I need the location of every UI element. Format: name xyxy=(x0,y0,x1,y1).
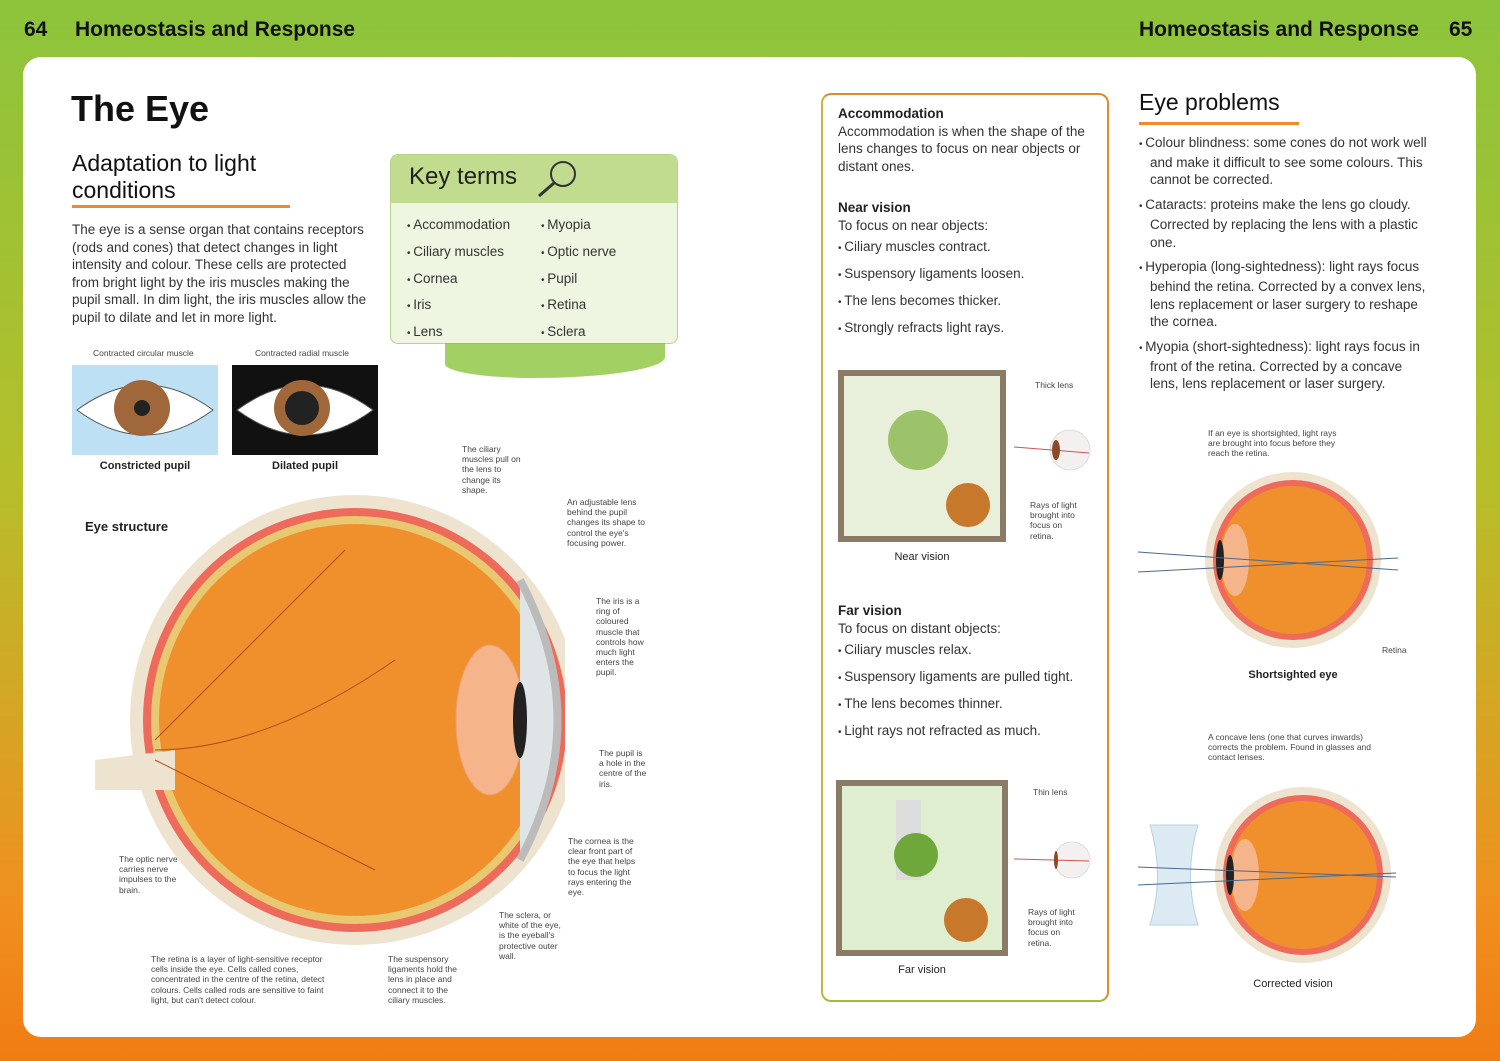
near-vision-intro: To focus on near objects: xyxy=(838,217,989,233)
iris-label: The iris is a ring of coloured muscle th… xyxy=(596,596,644,678)
section-heading: Adaptation to light conditions xyxy=(72,150,257,203)
constricted-pupil-illustration xyxy=(72,365,218,455)
eye-problem-item: Hyperopia (long-sightedness): light rays… xyxy=(1139,258,1434,331)
rays-label: Rays of light brought into focus on reti… xyxy=(1028,907,1075,948)
key-term: Ciliary muscles xyxy=(407,240,510,267)
concave-lens-note: A concave lens (one that curves inwards)… xyxy=(1208,732,1372,763)
heading-rule xyxy=(1139,122,1299,125)
key-term: Lens xyxy=(407,320,510,343)
key-term: Accommodation xyxy=(407,213,510,240)
far-item: Suspensory ligaments are pulled tight. xyxy=(838,664,1098,691)
pupil-structure-label: The pupil is a hole in the centre of the… xyxy=(599,748,647,789)
thick-lens-label: Thick lens xyxy=(1035,380,1074,390)
intro-paragraph: The eye is a sense organ that contains r… xyxy=(72,222,367,325)
magnifier-icon xyxy=(538,161,576,198)
sclera-label: The sclera, or white of the eye, is the … xyxy=(499,910,561,961)
near-vision-title: Near vision xyxy=(838,200,911,215)
pupil-caption: Constricted pupil xyxy=(99,460,191,472)
eye-problem-item: Myopia (short-sightedness): light rays f… xyxy=(1139,338,1434,393)
far-vision-window-illustration xyxy=(836,780,1008,956)
eye-structure-title: Eye structure xyxy=(85,519,169,534)
running-head-left: Homeostasis and Response xyxy=(75,18,356,41)
pupil-label: Contracted circular muscle xyxy=(93,348,194,358)
ciliary-label: The ciliary muscles pull on the lens to … xyxy=(462,444,521,495)
optic-nerve-label: The optic nerve carries nerve impulses t… xyxy=(119,854,178,895)
key-term: Retina xyxy=(541,293,616,320)
running-head-right: Homeostasis and Response xyxy=(1139,18,1420,41)
page-number-left: 64 xyxy=(24,18,48,41)
far-item: Ciliary muscles relax. xyxy=(838,637,1098,664)
near-vision-window-illustration xyxy=(838,370,1006,542)
corrected-caption: Corrected vision xyxy=(1253,978,1333,990)
heading-rule xyxy=(72,205,290,208)
retina-label: Retina xyxy=(1382,645,1407,655)
page-number-right: 65 xyxy=(1449,18,1473,41)
shortsighted-eye-diagram xyxy=(1138,472,1399,648)
eye-problems-title: Eye problems xyxy=(1139,89,1280,115)
suspensory-label: The suspensory ligaments hold the lens i… xyxy=(388,954,457,1005)
near-item: The lens becomes thicker. xyxy=(838,288,1098,315)
corrected-vision-diagram xyxy=(1138,787,1397,963)
key-term: Cornea xyxy=(407,267,510,294)
key-term: Iris xyxy=(407,293,510,320)
key-term: Optic nerve xyxy=(541,240,616,267)
eye-cross-section xyxy=(95,495,565,945)
far-vision-caption: Far vision xyxy=(898,964,946,976)
near-item: Ciliary muscles contract. xyxy=(838,234,1098,261)
thick-lens-diagram xyxy=(1014,429,1091,471)
eye-problem-item: Cataracts: proteins make the lens go clo… xyxy=(1139,196,1434,251)
far-item: The lens becomes thinner. xyxy=(838,691,1098,718)
pupil-caption: Dilated pupil xyxy=(272,460,338,472)
key-terms-box: Key terms AccommodationCiliary musclesCo… xyxy=(390,154,678,344)
shortsighted-caption: Shortsighted eye xyxy=(1248,669,1338,681)
far-vision-intro: To focus on distant objects: xyxy=(838,620,1001,636)
pupil-label: Contracted radial muscle xyxy=(255,348,350,358)
key-terms-title: Key terms xyxy=(409,163,518,190)
cornea-label: The cornea is the clear front part of th… xyxy=(568,836,636,898)
far-vision-title: Far vision xyxy=(838,603,902,618)
lens-label: An adjustable lens behind the pupil chan… xyxy=(567,497,645,548)
page-title: The Eye xyxy=(71,88,210,129)
rays-label: Rays of light brought into focus on reti… xyxy=(1030,500,1077,541)
near-vision-caption: Near vision xyxy=(894,551,950,563)
far-item: Light rays not refracted as much. xyxy=(838,718,1098,745)
thin-lens-diagram xyxy=(1014,841,1091,879)
accommodation-box xyxy=(821,93,1109,1002)
thin-lens-label: Thin lens xyxy=(1033,787,1068,797)
key-term: Sclera xyxy=(541,320,616,343)
near-item: Strongly refracts light rays. xyxy=(838,315,1098,342)
eye-problem-item: Colour blindness: some cones do not work… xyxy=(1139,134,1434,189)
key-term: Myopia xyxy=(541,213,616,240)
dilated-pupil-illustration xyxy=(232,365,378,455)
accommodation-text: Accommodation is when the shape of the l… xyxy=(838,123,1085,174)
shortsighted-note: If an eye is shortsighted, light rays ar… xyxy=(1208,428,1337,459)
retina-label: The retina is a layer of light-sensitive… xyxy=(151,954,325,1005)
accommodation-title: Accommodation xyxy=(838,106,944,121)
key-term: Pupil xyxy=(541,267,616,294)
near-item: Suspensory ligaments loosen. xyxy=(838,261,1098,288)
